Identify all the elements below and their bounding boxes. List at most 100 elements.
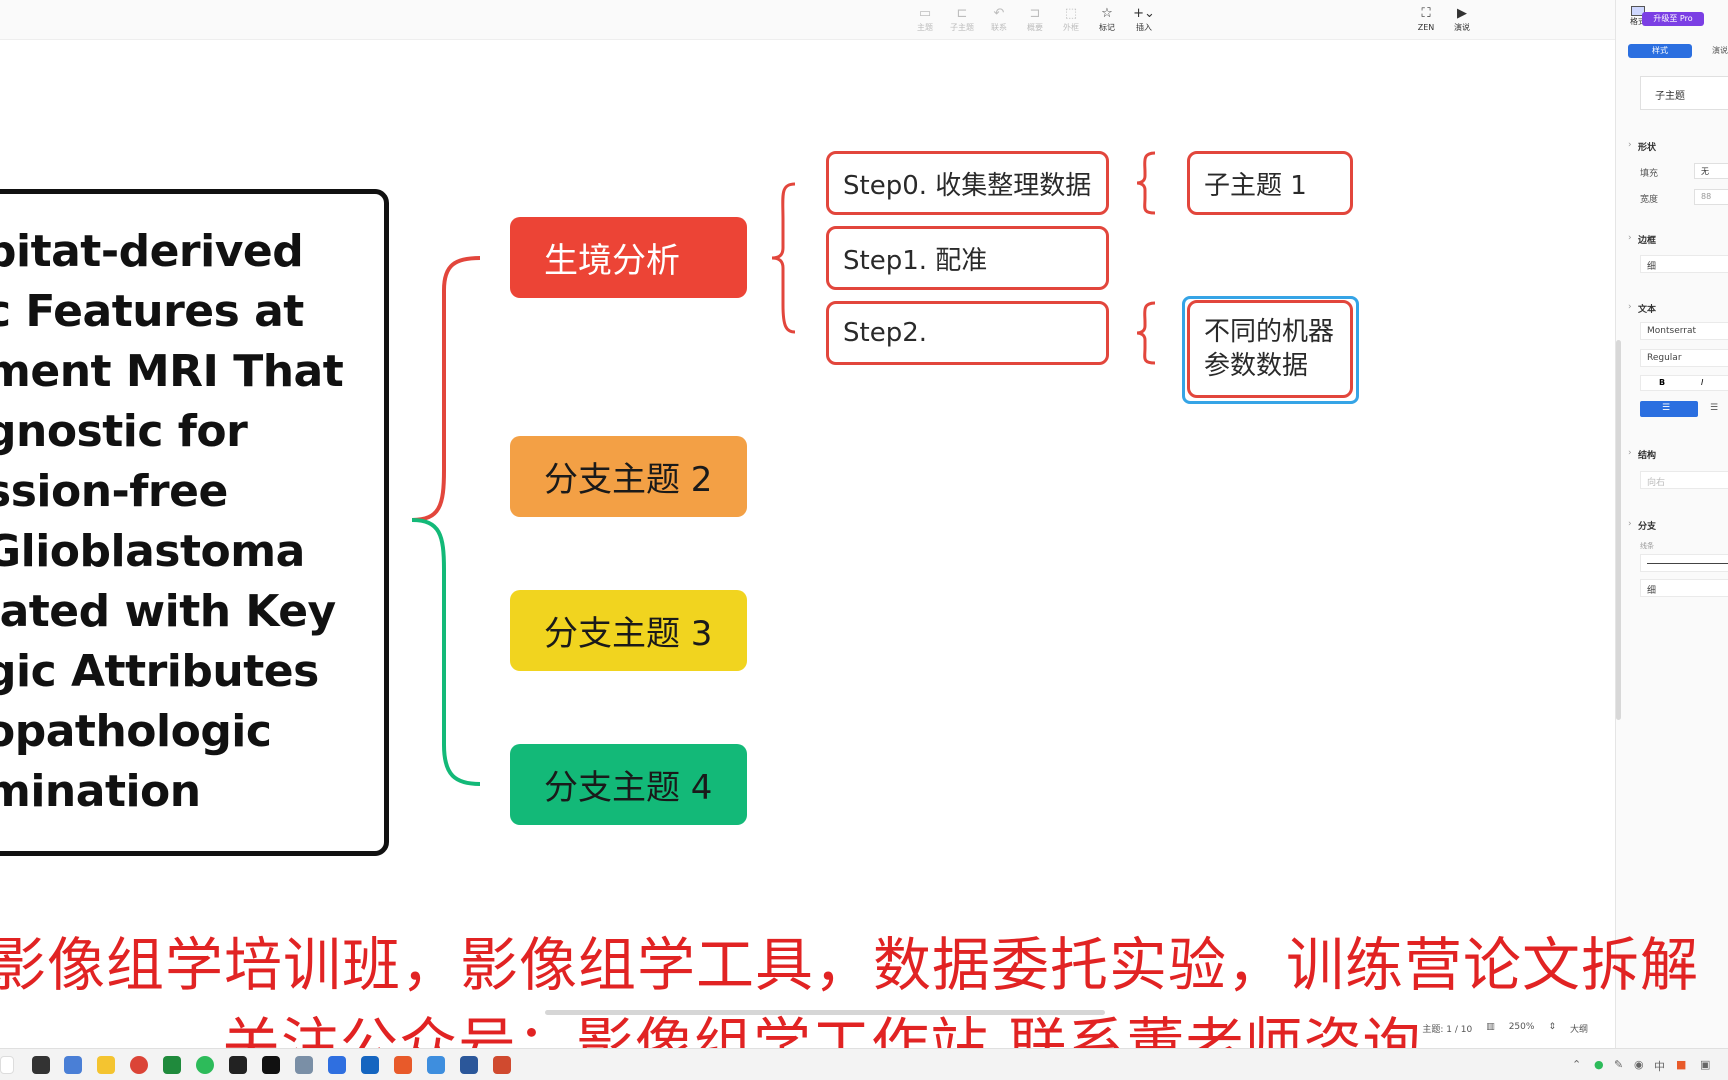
branch-topic-2[interactable]: 分支主题 2 <box>510 436 747 517</box>
tab-style[interactable]: 样式 <box>1628 44 1692 58</box>
chrome-icon[interactable] <box>130 1056 148 1074</box>
tool-icon[interactable] <box>295 1056 313 1074</box>
subtopic-button[interactable]: ⊏ 子主题 <box>942 6 982 36</box>
line-style-select[interactable] <box>1640 554 1728 572</box>
tray-arrow-icon[interactable]: ⌃ <box>1572 1058 1582 1071</box>
subtopic-step1[interactable]: Step1. 配准 <box>826 226 1109 290</box>
topic-count: 主题: 1 / 10 <box>1422 1025 1473 1035</box>
branch-topic-4[interactable]: 分支主题 4 <box>510 744 747 825</box>
search-box[interactable] <box>0 1056 14 1074</box>
pycharm-icon[interactable] <box>163 1056 181 1074</box>
subtopic-1[interactable]: 子主题 1 <box>1187 151 1353 215</box>
mindmap-connectors <box>411 151 1156 786</box>
subtopic-step0[interactable]: Step0. 收集整理数据 <box>826 151 1109 215</box>
subtopic-step2[interactable]: Step2. <box>826 301 1109 365</box>
title-line: bitat-derived <box>0 226 304 277</box>
width-label: 宽度 <box>1640 195 1659 205</box>
relation-button[interactable]: ↶ 联系 <box>979 6 1019 36</box>
vertical-scrollbar[interactable] <box>1616 340 1621 720</box>
present-button[interactable]: ▶ 演说 <box>1442 6 1482 36</box>
align-center-button[interactable]: ☰ <box>1710 403 1718 413</box>
width-field[interactable]: 88 <box>1694 189 1728 205</box>
align-left-button[interactable]: ☰ <box>1640 401 1698 417</box>
title-line: gnostic for <box>0 406 248 457</box>
tab-present[interactable]: 演说 <box>1712 46 1728 55</box>
outline-button[interactable]: 大纲 <box>1569 1025 1588 1035</box>
music-icon[interactable] <box>328 1056 346 1074</box>
selection-outline <box>1182 296 1359 404</box>
font-select[interactable]: Montserrat <box>1640 322 1728 340</box>
shape-section[interactable]: 形状 <box>1628 140 1656 153</box>
folder-icon[interactable] <box>97 1056 115 1074</box>
line-label: 线条 <box>1640 542 1654 550</box>
align-center-icon: ☰ <box>1710 403 1719 413</box>
fill-field[interactable]: 无 <box>1694 163 1728 179</box>
horizontal-scrollbar[interactable] <box>545 1010 1105 1015</box>
tray-ime-icon[interactable]: 中 <box>1654 1060 1665 1073</box>
camera-icon[interactable] <box>229 1056 247 1074</box>
title-line: gic Attributes <box>0 646 319 697</box>
italic-button[interactable]: I <box>1701 378 1704 387</box>
text-section[interactable]: 文本 <box>1628 302 1656 315</box>
boundary-icon: ⬚ <box>1064 6 1078 21</box>
topic-button[interactable]: ▭ 主题 <box>905 6 945 36</box>
star-icon: ☆ <box>1101 6 1113 21</box>
title-line: iated with Key <box>0 586 336 637</box>
align-left-icon: ☰ <box>1662 403 1671 413</box>
tray-mic-icon[interactable]: ◉ <box>1634 1058 1644 1071</box>
border-select[interactable]: 细 <box>1640 255 1728 273</box>
bold-button[interactable]: B <box>1659 378 1666 387</box>
title-line: ssion-free <box>0 466 228 517</box>
subtopic-machine-params[interactable]: 不同的机器参数数据 <box>1187 300 1353 398</box>
subtopic-icon: ⊏ <box>956 6 968 21</box>
topic-icon: ▭ <box>918 6 932 21</box>
status-bar: 主题: 1 / 10 ▥ 250% ⇕ 大纲 <box>1422 1022 1588 1035</box>
central-topic[interactable]: bitat-derived c Features at ment MRI Tha… <box>0 189 389 856</box>
weight-select[interactable]: Regular <box>1640 349 1728 367</box>
book-icon[interactable]: ▥ <box>1486 1022 1495 1032</box>
mail-icon[interactable] <box>262 1056 280 1074</box>
app-blue-icon[interactable] <box>361 1056 379 1074</box>
summary-button[interactable]: ⊐ 概要 <box>1015 6 1055 36</box>
caption-line-1: 影像组学培训班，影像组学工具，数据委托实验，训练营论文拆解 <box>0 931 1700 999</box>
line-preview <box>1647 563 1728 564</box>
branch-habitat-analysis[interactable]: 生境分析 <box>510 217 747 298</box>
upgrade-button[interactable]: 升级至 Pro <box>1642 12 1704 26</box>
top-toolbar: ▭ 主题 ⊏ 子主题 ↶ 联系 ⊐ 概要 ⬚ 外框 ☆ 标记 +⌄ 插入 ⛶ Z <box>0 0 1615 40</box>
app-orange-icon[interactable] <box>394 1056 412 1074</box>
ppt-icon[interactable] <box>493 1056 511 1074</box>
format-panel: 格式 升级至 Pro 样式 演说 子主题 形状 填充 无 宽度 88 边框 细 … <box>1615 0 1728 1060</box>
topic-style-selector[interactable]: 子主题 <box>1640 76 1728 110</box>
zoom-level[interactable]: 250% <box>1508 1022 1535 1032</box>
line-width-select[interactable]: 细 <box>1640 579 1728 597</box>
connector-brace-sub2 <box>1136 301 1156 365</box>
insert-button[interactable]: +⌄ 插入 <box>1124 6 1164 36</box>
tray-wechat-icon[interactable]: ● <box>1594 1058 1604 1071</box>
border-section[interactable]: 边框 <box>1628 233 1656 246</box>
tray-pen-icon[interactable]: ✎ <box>1614 1058 1624 1071</box>
branch-section[interactable]: 分支 <box>1628 519 1656 532</box>
zen-button[interactable]: ⛶ ZEN <box>1406 6 1446 36</box>
branch-topic-3[interactable]: 分支主题 3 <box>510 590 747 671</box>
marker-button[interactable]: ☆ 标记 <box>1087 6 1127 36</box>
app-icon[interactable] <box>64 1056 82 1074</box>
taskview-icon[interactable] <box>32 1056 50 1074</box>
boundary-button[interactable]: ⬚ 外框 <box>1051 6 1091 36</box>
zoom-stepper-icon[interactable]: ⇕ <box>1548 1022 1556 1032</box>
connector-brace-steps <box>771 182 796 334</box>
wechat-icon[interactable] <box>196 1056 214 1074</box>
app-cloud-icon[interactable] <box>427 1056 445 1074</box>
structure-select[interactable]: 向右 <box>1640 471 1728 489</box>
format-toggle[interactable]: 格式 <box>1616 6 1660 27</box>
structure-section[interactable]: 结构 <box>1628 448 1656 461</box>
title-line: c Features at <box>0 286 304 337</box>
tray-app-icon[interactable]: ■ <box>1676 1058 1687 1071</box>
tray-notify-icon[interactable]: ▣ <box>1700 1058 1711 1071</box>
taskbar: ⌃ ● ✎ ◉ 中 ■ ▣ <box>0 1048 1728 1080</box>
panel-icon <box>1631 6 1645 16</box>
plus-icon: +⌄ <box>1133 6 1155 21</box>
relation-icon: ↶ <box>993 6 1005 21</box>
word-icon[interactable] <box>460 1056 478 1074</box>
title-line: Glioblastoma <box>0 526 305 577</box>
